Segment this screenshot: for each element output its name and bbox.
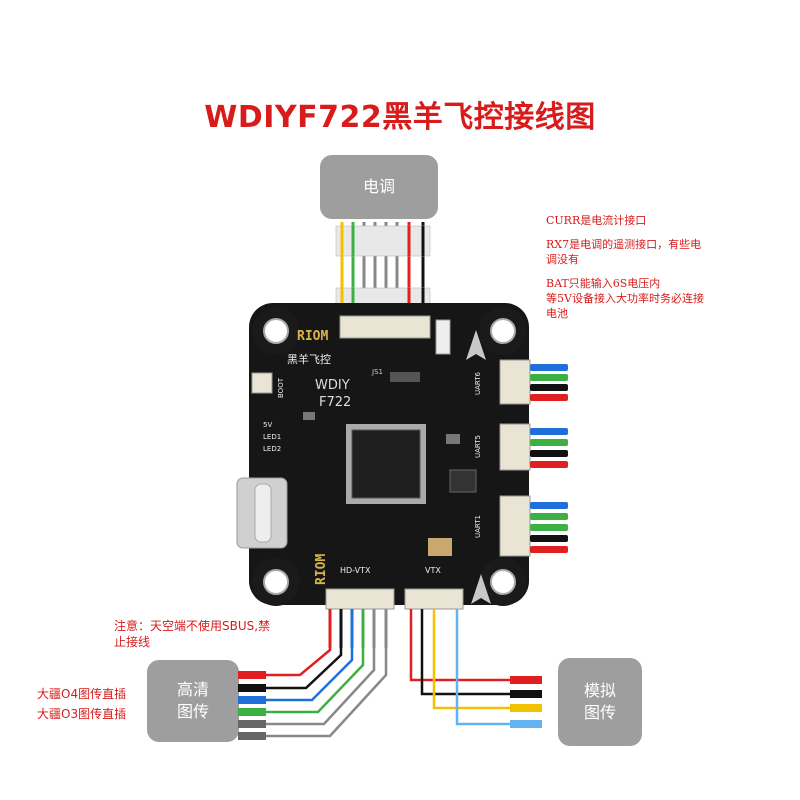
note-line: 电池 (546, 307, 568, 320)
note-line: 止接线 (114, 635, 151, 649)
board-label-led1: LED1 (263, 433, 281, 441)
uart6-label: UART6 (474, 371, 482, 395)
hd-vtx-port-label: HD-VTX (340, 566, 371, 575)
board-logo: RIOM (297, 329, 328, 344)
dji-note: 大疆O4图传直插 大疆O3图传直插 (37, 684, 167, 724)
uart5-wires (530, 428, 568, 468)
board-brand: 黑羊飞控 (287, 352, 331, 366)
page-title: WDIYF722黑羊飞控接线图 (204, 100, 596, 135)
board-logo-2: RIOM (314, 554, 329, 585)
hd-vtx-box: 高清 图传 (147, 660, 239, 742)
hd-vtx-wire-tags (238, 671, 266, 740)
direction-arrow-top (466, 330, 486, 360)
uart5-connector (499, 423, 531, 471)
note-line: 注意：天空端不使用SBUS,禁 (114, 619, 271, 633)
note-line: 大疆O3图传直插 (37, 707, 127, 721)
uart5-label: UART5 (474, 435, 482, 458)
note-line: 调没有 (546, 253, 579, 266)
hd-vtx-wire-stubs (328, 609, 388, 648)
esc-connector (339, 315, 431, 339)
note-line: RX7是电调的遥测接口，有些电 (546, 238, 702, 251)
flight-controller-board: JS1 RIOM 黑羊飞控 WDIY F722 5V LED1 LED2 RIO… (236, 303, 531, 610)
hd-vtx-label-1: 高清 (176, 680, 209, 699)
esc-wire-sleeves (335, 225, 431, 315)
note-line: CURR是电流计接口 (546, 214, 647, 227)
vtx-port-label: VTX (425, 566, 441, 575)
uart6-connector (499, 359, 531, 405)
analog-vtx-label-2: 图传 (583, 703, 616, 722)
esc-box: 电调 (320, 155, 438, 219)
hd-vtx-label-2: 图传 (176, 702, 209, 721)
note-line: BAT只能输入6S电压内 (546, 277, 661, 290)
board-label-5v: 5V (263, 421, 272, 429)
boot-label: BOOT (277, 377, 285, 398)
analog-vtx-label-1: 模拟 (583, 681, 616, 700)
board-model-2: F722 (319, 395, 351, 410)
uart1-connector (499, 495, 531, 557)
uart1-label: UART1 (474, 515, 482, 538)
analog-vtx-wires (409, 609, 512, 726)
analog-vtx-wire-tags (510, 676, 542, 728)
hd-vtx-connector (325, 588, 395, 610)
vtx-connector (404, 588, 464, 610)
component (435, 319, 451, 355)
note-line: 大疆O4图传直插 (37, 687, 127, 701)
esc-label: 电调 (362, 177, 395, 196)
crystal (428, 538, 452, 556)
board-label-led2: LED2 (263, 445, 281, 453)
analog-vtx-box: 模拟 图传 (558, 658, 642, 746)
direction-arrow-bottom (471, 574, 491, 604)
right-note: CURR是电流计接口 RX7是电调的遥测接口，有些电 调没有 BAT只能输入6S… (546, 213, 746, 321)
sbus-warning-note: 注意：天空端不使用SBUS,禁 止接线 (114, 618, 304, 650)
uart1-wires (530, 502, 568, 553)
sleeve-top (335, 225, 431, 257)
board-model-1: WDIY (315, 378, 350, 393)
boot-button (251, 372, 273, 394)
esc-connector-label: JS1 (371, 368, 383, 376)
note-line: 等5V设备接入大功率时务必连接 (546, 292, 704, 305)
mcu-chip (351, 429, 421, 499)
uart6-wires (530, 364, 568, 401)
